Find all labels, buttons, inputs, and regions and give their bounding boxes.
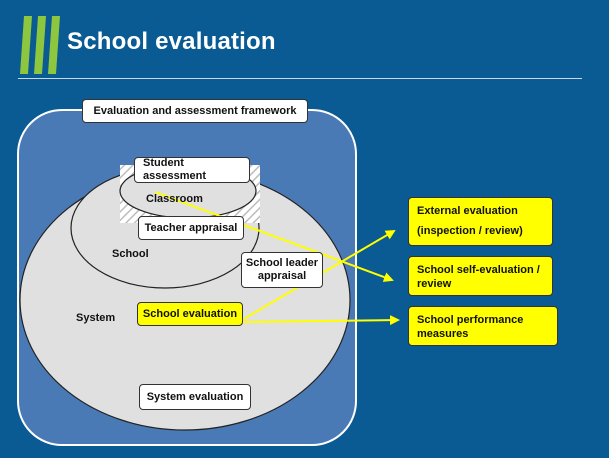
external-evaluation-line1: External evaluation [417, 205, 518, 217]
self-evaluation-box: School self-evaluation / review [408, 256, 553, 296]
system-label: System [76, 312, 116, 324]
connector-line-3 [241, 315, 400, 326]
student-assessment-box: Student assessment [134, 157, 250, 183]
oecd-logo-icon [20, 16, 60, 74]
school-leader-appraisal-box: School leader appraisal [241, 252, 323, 288]
external-evaluation-line2: (inspection / review) [417, 225, 523, 237]
framework-label: Evaluation and assessment framework [82, 99, 308, 123]
title-divider [18, 78, 582, 79]
system-evaluation-box: System evaluation [139, 384, 251, 410]
connector-line-1 [154, 191, 394, 282]
classroom-label: Classroom [146, 193, 203, 205]
external-evaluation-box: External evaluation (inspection / review… [408, 197, 553, 246]
school-label: School [112, 248, 149, 260]
performance-measures-box: School performance measures [408, 306, 558, 346]
teacher-appraisal-box: Teacher appraisal [138, 216, 244, 240]
school-evaluation-box: School evaluation [137, 302, 243, 326]
page-title: School evaluation [67, 28, 276, 55]
